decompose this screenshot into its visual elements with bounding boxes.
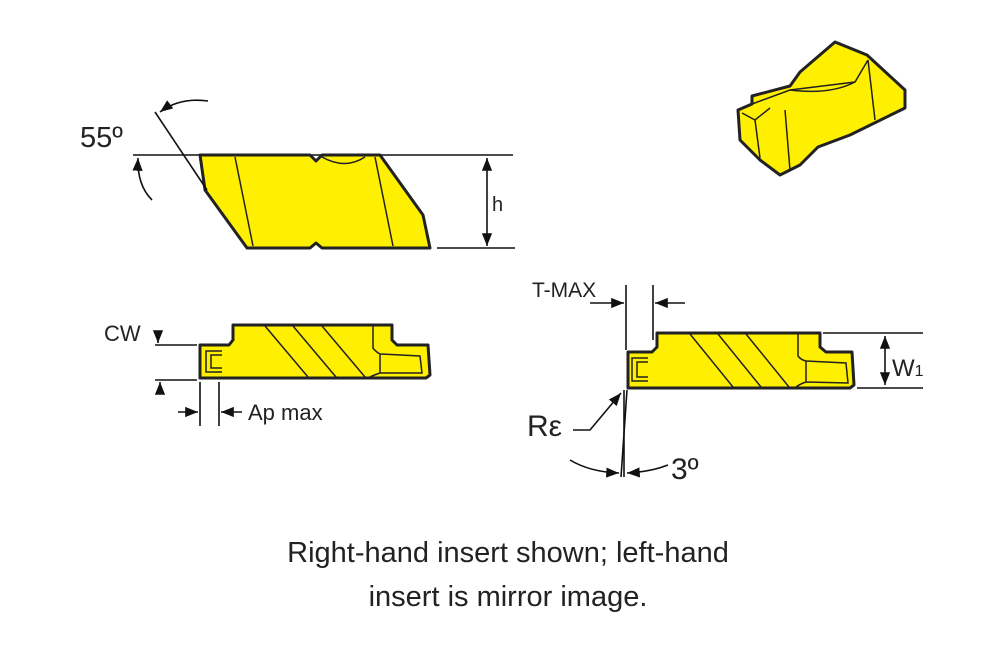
angle-55-line [154, 111, 208, 191]
insert-front-shape-right [626, 331, 856, 390]
w1-label-subscript: 1 [915, 363, 924, 380]
angle-3-arrow-left [569, 459, 620, 478]
caption-line-1: Right-hand insert shown; left-hand [287, 537, 729, 569]
r-epsilon-leader [573, 392, 622, 431]
insert-top-view: 55º h [80, 99, 515, 250]
w1-label: W1 [892, 355, 924, 382]
height-label: h [492, 194, 503, 216]
cw-label: CW [104, 321, 141, 346]
angle-55-arrow-top [159, 99, 209, 113]
r-epsilon-label: Rε [527, 410, 562, 443]
angle-3-label: 3º [671, 453, 699, 486]
insert-3d-view [736, 40, 907, 177]
t-max-label: T-MAX [532, 279, 596, 302]
angle-3-arrow-right [626, 464, 669, 478]
insert-front-view-right: T-MAX W1 Rε 3º [527, 279, 924, 486]
ap-max-label: Ap max [248, 400, 323, 425]
caption-line-2: insert is mirror image. [369, 581, 648, 613]
insert-front-view-left: CW Ap max [104, 321, 432, 426]
insert-top-shape [198, 153, 432, 250]
angle-55-label: 55º [80, 122, 123, 154]
w1-label-main: W [892, 355, 915, 382]
angle-55-arrow-bottom [132, 157, 153, 201]
